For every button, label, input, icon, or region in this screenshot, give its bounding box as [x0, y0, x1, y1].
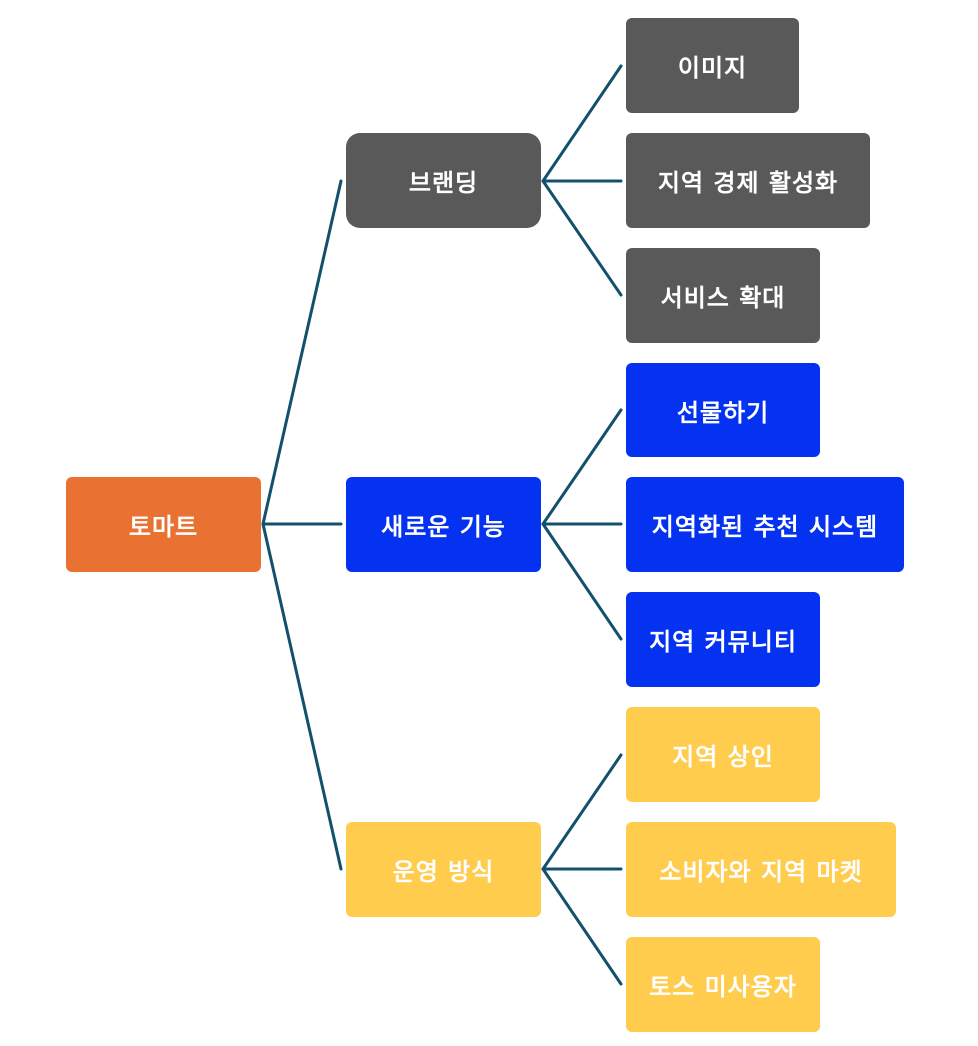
connector-root-to-branding [261, 179, 343, 526]
branch-node-new-features: 새로운 기능 [346, 477, 541, 572]
leaf-node-image: 이미지 [626, 18, 799, 113]
connector-operation-to-non-toss-users [541, 867, 623, 986]
connector-branding-to-image [541, 64, 623, 183]
branch-node-branding: 브랜딩 [346, 133, 541, 228]
branch-label: 새로운 기능 [381, 513, 506, 541]
leaf-label: 소비자와 지역 마켓 [659, 858, 863, 886]
root-node: 토마트 [66, 477, 261, 572]
leaf-node-non-toss-users: 토스 미사용자 [626, 937, 820, 1032]
leaf-label: 이미지 [677, 54, 748, 82]
leaf-node-local-economy: 지역 경제 활성화 [626, 133, 870, 228]
leaf-node-local-community: 지역 커뮤니티 [626, 592, 820, 687]
leaf-label: 지역 커뮤니티 [649, 628, 797, 656]
leaf-node-localized-recommendation: 지역화된 추천 시스템 [626, 477, 904, 572]
branch-label: 운영 방식 [392, 858, 495, 886]
connector-root-to-operation [261, 522, 343, 871]
leaf-label: 지역 경제 활성화 [657, 169, 839, 197]
leaf-label: 지역화된 추천 시스템 [651, 513, 879, 541]
connector-operation-to-merchants [541, 753, 623, 871]
leaf-label: 서비스 확대 [660, 284, 786, 312]
leaf-label: 지역 상인 [672, 743, 774, 771]
connector-new-features-to-gifting [541, 408, 623, 526]
leaf-label: 선물하기 [676, 398, 770, 427]
leaf-node-consumer-local-market: 소비자와 지역 마켓 [626, 822, 896, 917]
leaf-node-gifting: 선물하기 [626, 363, 820, 457]
leaf-node-local-merchants: 지역 상인 [626, 707, 820, 802]
leaf-node-service-expansion: 서비스 확대 [626, 248, 820, 343]
leaf-label: 토스 미사용자 [649, 973, 797, 1001]
connector-branding-to-service-expansion [541, 179, 623, 297]
branch-node-operation: 운영 방식 [346, 822, 541, 917]
connector-new-features-to-community [541, 522, 623, 641]
branch-label: 브랜딩 [408, 169, 479, 197]
root-label: 토마트 [128, 513, 199, 541]
